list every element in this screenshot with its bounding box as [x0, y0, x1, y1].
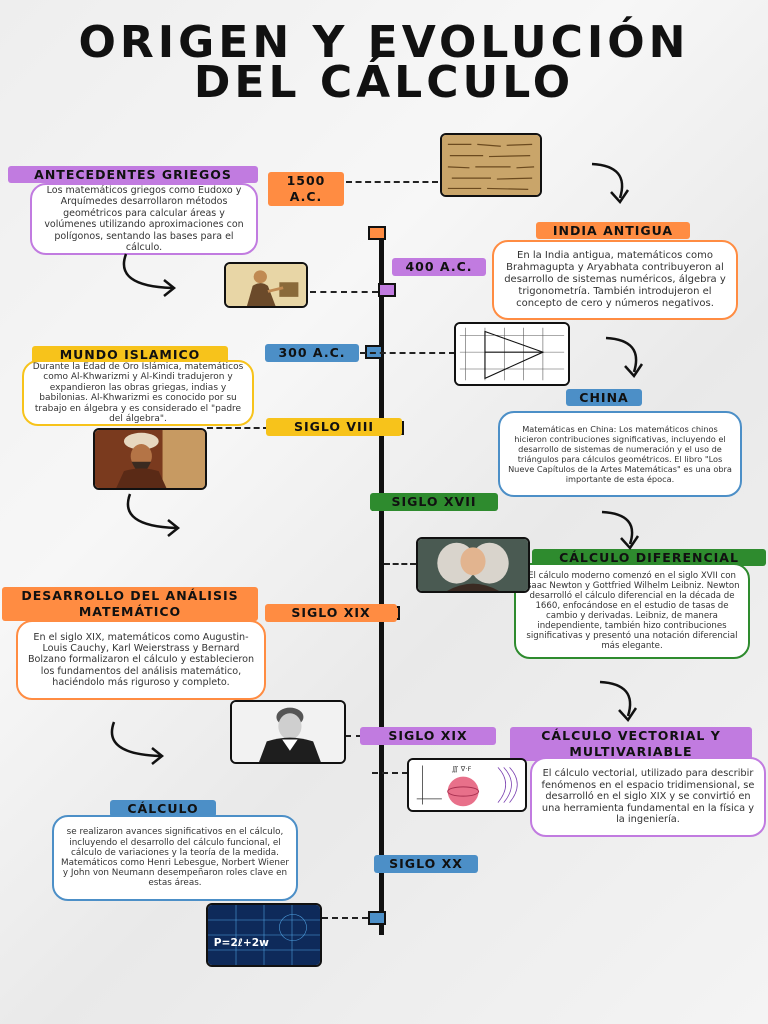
greek-mathematician-image	[224, 262, 308, 308]
text-analisis: En el siglo XIX, matemáticos como August…	[27, 631, 255, 688]
curved-arrow-icon	[110, 721, 165, 765]
timeline-label: SIGLO XIX	[360, 727, 496, 745]
curved-arrow-icon	[126, 493, 181, 537]
section-heading-china: CHINA	[566, 389, 642, 406]
page-title-line1: ORIGEN Y EVOLUCIÓN	[78, 17, 690, 68]
cauchy-portrait-image	[230, 700, 346, 764]
timeline-marker	[368, 911, 386, 925]
connector-line	[310, 291, 378, 293]
text-box-vectorial: El cálculo vectorial, utilizado para des…	[530, 757, 766, 837]
text-diferencial: El cálculo moderno comenzó en el siglo X…	[524, 571, 740, 651]
connector-line	[372, 772, 408, 774]
vector-calculus-image: ∭ ∇·F	[407, 758, 527, 812]
timeline-label: SIGLO XIX	[265, 604, 397, 622]
connector-line	[322, 917, 368, 919]
timeline-marker	[378, 283, 396, 297]
newton-portrait-image	[416, 537, 530, 593]
curved-arrow-icon	[601, 510, 640, 551]
section-heading-vectorial: CÁLCULO VECTORIAL Y MULTIVARIABLE	[510, 727, 752, 761]
text-box-diferencial: El cálculo moderno comenzó en el siglo X…	[514, 563, 750, 659]
text-india: En la India antigua, matemáticos como Br…	[504, 250, 726, 309]
text-islamico: Durante la Edad de Oro Islámica, matemát…	[32, 361, 244, 425]
curved-arrow-icon	[599, 680, 638, 723]
timeline-label: 1500 A.C.	[268, 172, 344, 206]
connector-line	[207, 427, 269, 429]
section-heading-griegos: ANTECEDENTES GRIEGOS	[8, 166, 258, 183]
al-khwarizmi-portrait-image	[93, 428, 207, 490]
timeline-label: SIGLO XVII	[370, 493, 498, 511]
timeline-line	[379, 235, 384, 935]
text-box-griegos: Los matemáticos griegos como Eudoxo y Ar…	[30, 183, 258, 255]
formula-blackboard-image: P=2ℓ+2w	[206, 903, 322, 967]
geometry-diagram-image	[454, 322, 570, 386]
text-box-analisis: En el siglo XIX, matemáticos como August…	[16, 620, 266, 700]
formula-text: P=2ℓ+2w	[214, 937, 269, 949]
connector-line	[345, 735, 362, 737]
text-box-india: En la India antigua, matemáticos como Br…	[492, 240, 738, 320]
section-heading-diferencial: CÁLCULO DIFERENCIAL	[532, 549, 766, 566]
connector-line	[384, 563, 416, 565]
section-heading-analisis: DESARROLLO DEL ANÁLISIS MATEMÁTICO	[2, 587, 258, 621]
text-vectorial: El cálculo vectorial, utilizado para des…	[541, 768, 755, 826]
text-box-calculo: se realizaron avances significativos en …	[52, 815, 298, 901]
svg-text:∭ ∇·F: ∭ ∇·F	[452, 765, 472, 773]
section-heading-calculo: CÁLCULO	[110, 800, 216, 817]
text-box-china: Matemáticas en China: Los matemáticos ch…	[498, 411, 742, 497]
timeline-label: SIGLO VIII	[266, 418, 402, 436]
babylonian-tablet-image	[440, 133, 542, 197]
curved-arrow-icon	[122, 253, 177, 297]
timeline-label: 400 A.C.	[392, 258, 486, 276]
section-heading-islamico: MUNDO ISLAMICO	[32, 346, 228, 363]
timeline-marker	[368, 226, 386, 240]
text-calculo: se realizaron avances significativos en …	[60, 827, 290, 889]
text-china: Matemáticas en China: Los matemáticos ch…	[508, 424, 732, 484]
timeline-label: 300 A.C.	[265, 344, 359, 362]
curved-arrow-icon	[605, 336, 644, 379]
connector-line	[346, 181, 438, 183]
text-box-islamico: Durante la Edad de Oro Islámica, matemát…	[22, 360, 254, 426]
page-title-line2: DEL CÁLCULO	[193, 57, 575, 108]
section-heading-india: INDIA ANTIGUA	[536, 222, 690, 239]
text-griegos: Los matemáticos griegos como Eudoxo y Ar…	[44, 184, 244, 254]
curved-arrow-icon	[591, 162, 630, 205]
timeline-label: SIGLO XX	[374, 855, 478, 873]
connector-line	[360, 352, 455, 354]
